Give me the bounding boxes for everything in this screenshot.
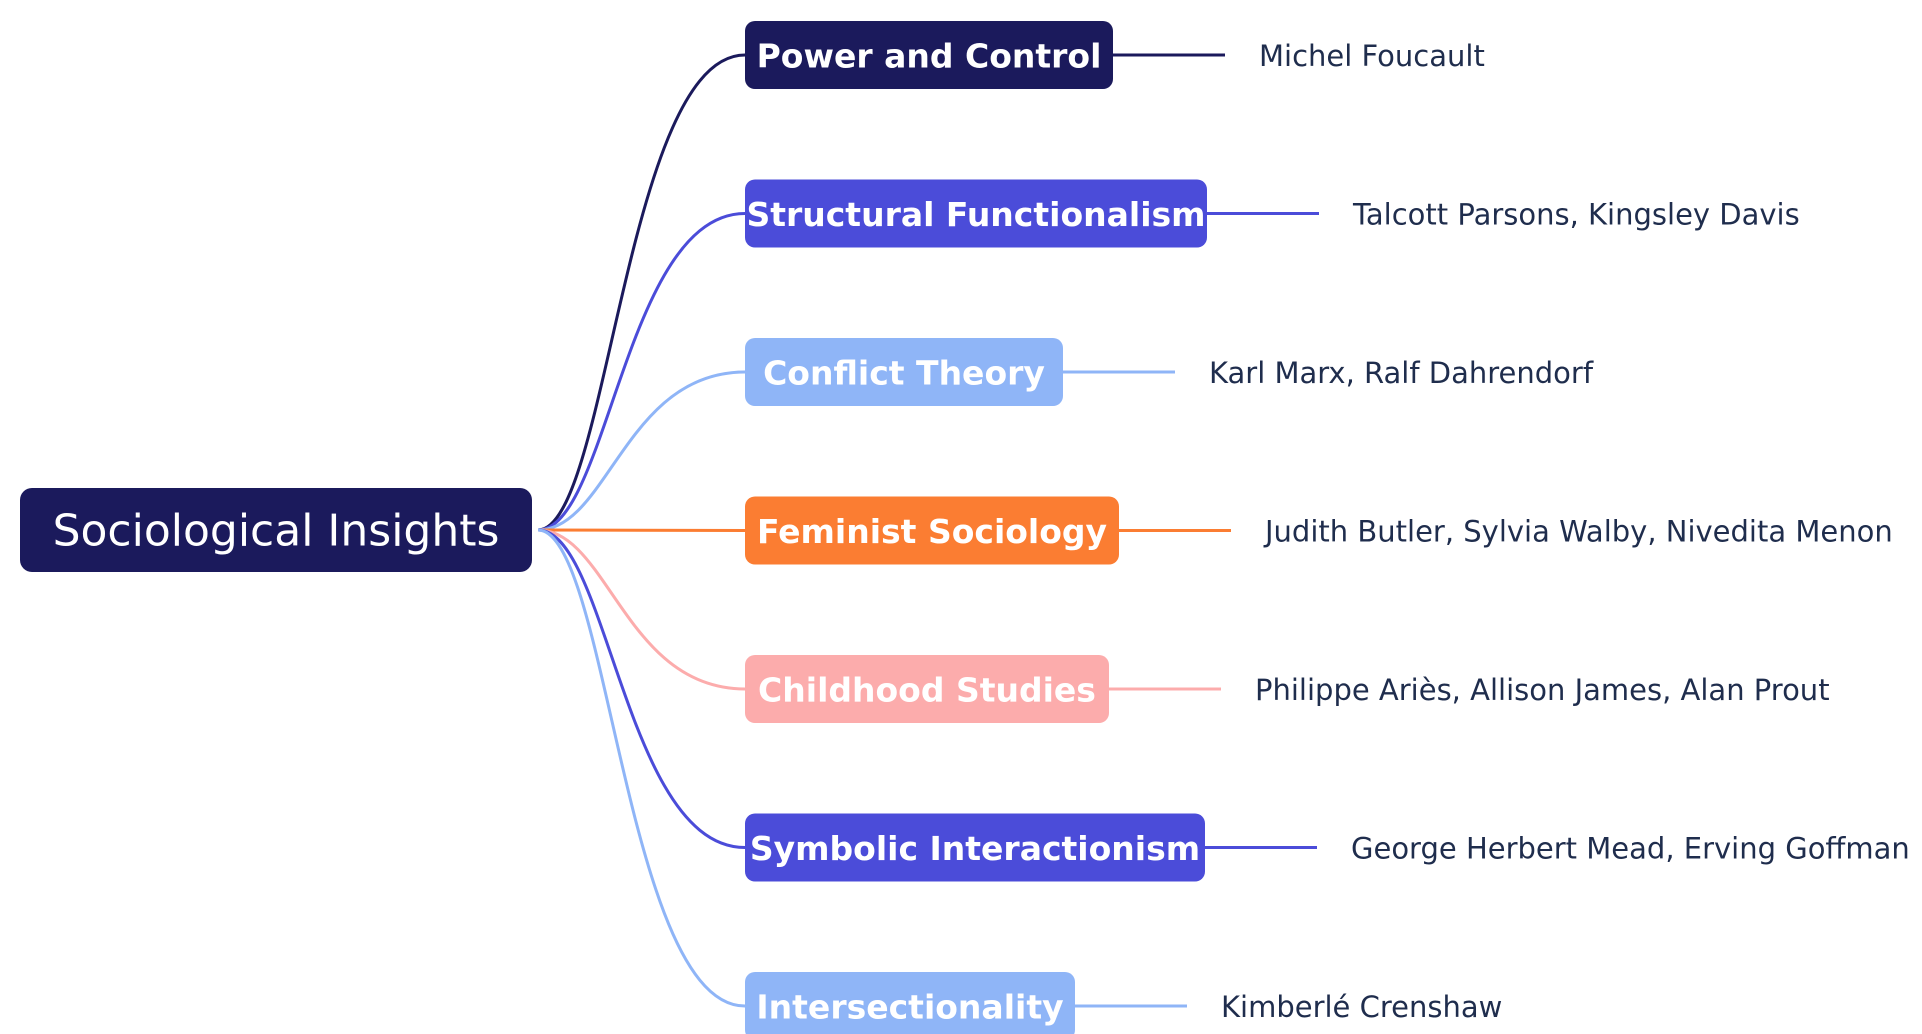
branch-node-childhood-studies[interactable]: Childhood Studies: [745, 655, 1109, 723]
branch-node-power-and-control[interactable]: Power and Control: [745, 21, 1113, 89]
connector-childhood-studies: [537, 528, 746, 691]
connector-intersectionality: [537, 528, 746, 1008]
thinkers-intersectionality: Kimberlé Crenshaw: [1221, 990, 1502, 1024]
branch-node-box: [745, 21, 1113, 89]
connector-feminist-sociology: [537, 528, 746, 532]
branch-node-label: Power and Control: [757, 37, 1102, 76]
thinkers-childhood-studies: Philippe Ariès, Allison James, Alan Prou…: [1255, 673, 1830, 707]
branch-node-structural-functionalism[interactable]: Structural Functionalism: [745, 179, 1207, 248]
branch-node-box: [745, 496, 1119, 565]
connector-conflict-theory: [537, 370, 746, 532]
branch-node-box: [745, 972, 1075, 1034]
connectors: [537, 53, 1319, 1008]
root-node[interactable]: Sociological Insights: [20, 488, 532, 572]
thinkers-power-and-control: Michel Foucault: [1259, 39, 1485, 73]
branch-node-label: Intersectionality: [756, 988, 1063, 1027]
branch-node-label: Symbolic Interactionism: [750, 829, 1200, 868]
branch-node-label: Childhood Studies: [758, 671, 1096, 710]
branch-node-box: [745, 179, 1207, 248]
root-node-label: Sociological Insights: [53, 506, 500, 557]
branch-node-conflict-theory[interactable]: Conflict Theory: [745, 338, 1063, 406]
branch-node-box: [745, 655, 1109, 723]
branch-node-label: Feminist Sociology: [757, 512, 1107, 551]
thinkers-conflict-theory: Karl Marx, Ralf Dahrendorf: [1209, 356, 1594, 390]
branch-node-box: [745, 338, 1063, 406]
branch-node-label: Conflict Theory: [763, 354, 1045, 393]
branch-node-label: Structural Functionalism: [746, 195, 1205, 234]
branch-node-box: [745, 813, 1205, 882]
connector-power-and-control: [537, 53, 746, 532]
thinkers-feminist-sociology: Judith Butler, Sylvia Walby, Nivedita Me…: [1263, 515, 1893, 549]
branch-node-symbolic-interactionism[interactable]: Symbolic Interactionism: [745, 813, 1205, 882]
branch-node-intersectionality[interactable]: Intersectionality: [745, 972, 1075, 1034]
root-node-box: [20, 488, 532, 572]
thinkers-structural-functionalism: Talcott Parsons, Kingsley Davis: [1352, 198, 1800, 232]
thinkers-symbolic-interactionism: George Herbert Mead, Erving Goffman: [1351, 832, 1910, 866]
branch-node-feminist-sociology[interactable]: Feminist Sociology: [745, 496, 1119, 565]
connector-symbolic-interactionism: [537, 528, 746, 849]
connector-structural-functionalism: [537, 212, 746, 532]
